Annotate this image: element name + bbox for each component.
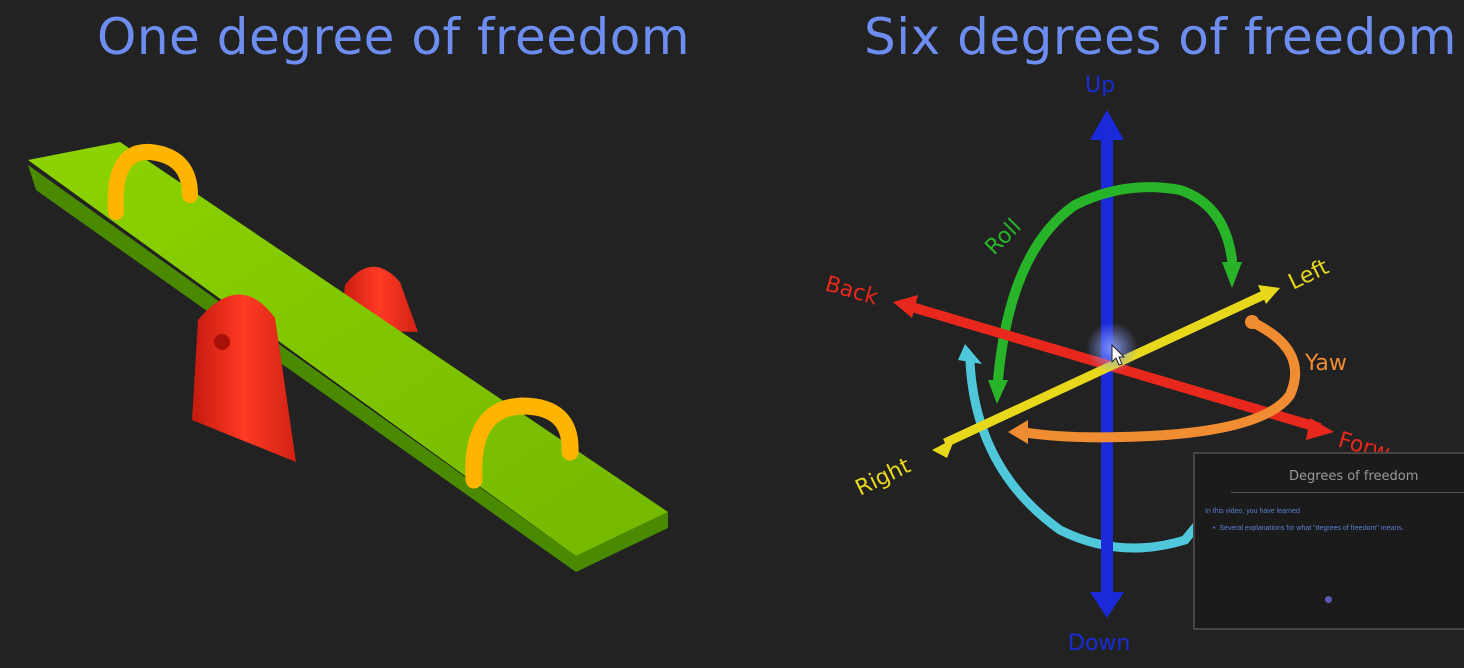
title-one-degree: One degree of freedom (97, 8, 691, 66)
seesaw-handle-near (107, 144, 198, 220)
yaw-arrow-tail-icon (1245, 315, 1259, 329)
yaw-arrow (1017, 317, 1301, 443)
thumbnail-bullet-text: Several explanations for what "degrees o… (1219, 525, 1404, 532)
roll-arrow (993, 182, 1237, 385)
pitch-arrow (965, 357, 1247, 553)
arrow-up-icon (1090, 110, 1124, 140)
arrow-forward-icon (1306, 418, 1334, 440)
label-left: Left (1285, 255, 1333, 296)
roll-arrowhead-bottom-icon (988, 380, 1008, 404)
roll-arrowhead-top-icon (1222, 262, 1242, 288)
label-yaw: Yaw (1304, 351, 1347, 376)
label-roll: Roll (981, 214, 1027, 260)
thumbnail-title: Degrees of freedom (1289, 469, 1419, 484)
thumbnail-cursor-icon (1325, 596, 1332, 603)
label-back: Back (822, 272, 880, 311)
label-down: Down (1068, 631, 1130, 656)
thumbnail-divider (1231, 492, 1464, 493)
arrow-right-icon (932, 438, 955, 458)
label-right: Right (852, 453, 915, 501)
thumbnail-subtitle: In this video, you have learned (1205, 508, 1300, 515)
title-six-degrees: Six degrees of freedom (864, 8, 1457, 66)
label-up: Up (1085, 73, 1115, 98)
yaw-arrowhead-icon (1008, 420, 1028, 444)
arrow-left-icon (1258, 285, 1280, 304)
arrow-down-icon (1090, 592, 1124, 618)
seesaw-board (28, 142, 668, 556)
seesaw-pivot-icon (214, 334, 230, 350)
seesaw-handle-far (465, 397, 579, 489)
seesaw (28, 142, 668, 572)
video-thumbnail[interactable]: Degrees of freedom In this video, you ha… (1193, 452, 1464, 630)
pitch-arrowhead-icon (958, 344, 982, 364)
arrow-back-icon (893, 295, 918, 318)
cursor-icon (1111, 343, 1126, 366)
dof-diagram: Up Down Back Forw Left Right Roll Yaw (822, 73, 1392, 656)
thumbnail-bullet: • Several explanations for what "degrees… (1213, 525, 1404, 532)
